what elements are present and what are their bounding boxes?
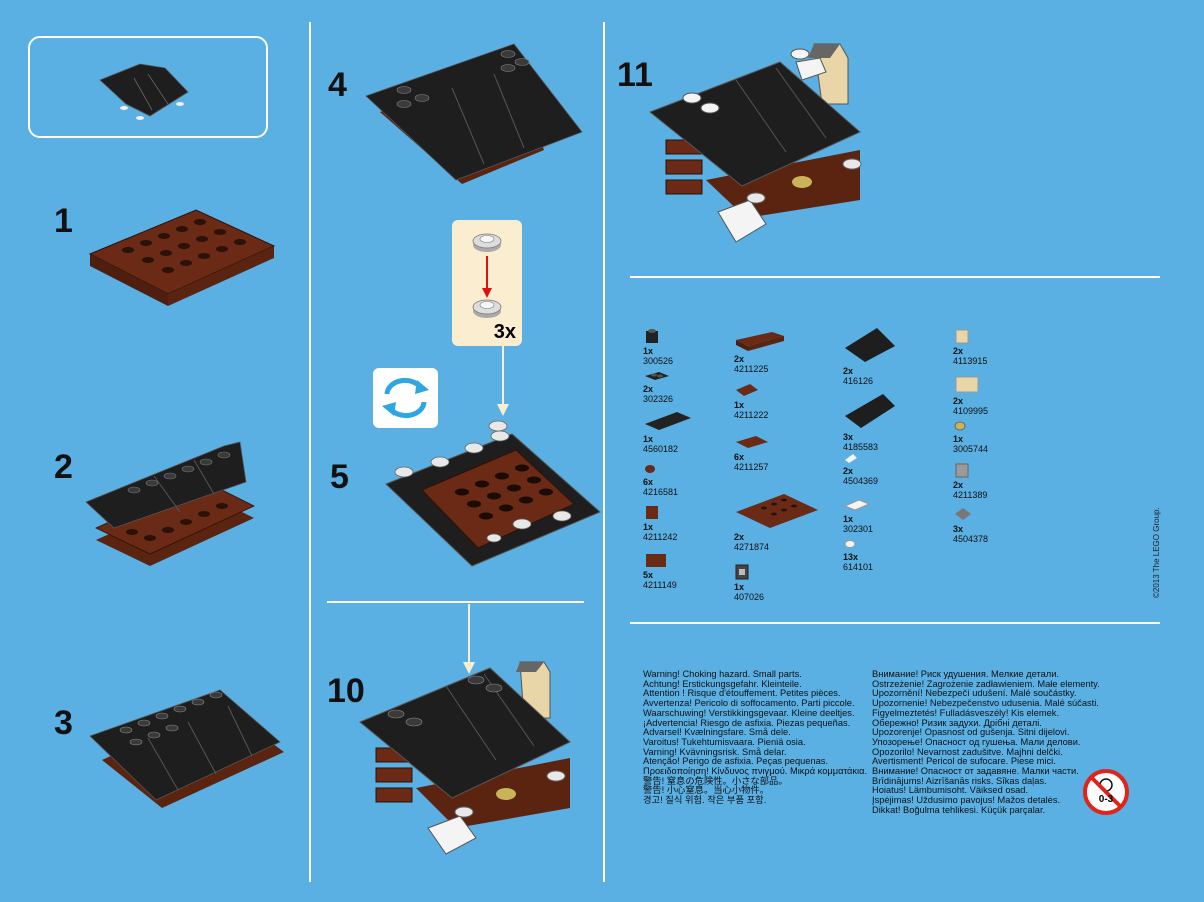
column-divider-left: [309, 22, 311, 882]
warnings-right: Внимание! Риск удушения. Мелкие детали. …: [872, 669, 1100, 815]
callout-multiplier: 3x: [493, 321, 516, 343]
brick-1x2-tan-icon: [955, 376, 979, 393]
plate-4x6-brown-icon: [736, 494, 818, 528]
round-brick-icon: [645, 465, 655, 473]
slope-grey-icon: [955, 508, 971, 520]
callout-box: 3x: [452, 220, 522, 346]
slope-dark-icon: [845, 328, 895, 362]
arrow-down-icon: [482, 256, 492, 298]
brick-1x1-dark-icon: [646, 329, 658, 343]
no-toddler-icon: [1083, 769, 1129, 815]
step2-illustration: [85, 441, 255, 566]
printed-brick-icon: [735, 564, 749, 580]
brick-1x2-brown-icon: [646, 554, 666, 567]
copyright-text: ©2013 The LEGO Group.: [1152, 507, 1161, 598]
round-plate-icon: [472, 233, 502, 252]
age-badge-label: 0-3: [1098, 794, 1114, 805]
brick-1x1-brown-icon: [646, 506, 658, 519]
round-plate-white-icon: [844, 540, 856, 548]
column-divider-right: [603, 22, 605, 882]
step4-illustration: [365, 43, 583, 184]
divider-middle: [327, 601, 584, 603]
step-number-5: 5: [330, 458, 349, 496]
tile-dark-icon: [645, 412, 691, 430]
age-warning-badge: 0-3: [1082, 768, 1130, 816]
brick-1x1-tan-icon: [955, 329, 969, 344]
step-number-1: 1: [54, 202, 73, 240]
step-number-3: 3: [54, 704, 73, 742]
step-number-4: 4: [328, 66, 347, 104]
plate-1x2-dark-icon: [645, 372, 669, 380]
slope-white-icon: [845, 454, 857, 463]
preview-box: [28, 36, 268, 138]
slope-large-dark-icon: [845, 394, 895, 428]
step-number-10: 10: [327, 672, 365, 710]
slope-brown-icon: [736, 384, 758, 396]
tile-white-icon: [843, 499, 871, 511]
round-yellow-icon: [954, 421, 966, 431]
plate-brown-icon: [736, 436, 768, 448]
preview-model-illustration: [99, 63, 189, 120]
callout-arrow: [497, 346, 509, 416]
step-number-11: 11: [617, 56, 653, 94]
step10-arrow: [463, 604, 475, 674]
round-plate-icon-bottom: [472, 299, 502, 318]
step10-illustration: [359, 661, 571, 855]
step11-illustration: [649, 43, 862, 243]
divider-right-top: [630, 276, 1160, 278]
step1-illustration: [88, 209, 276, 306]
divider-right-mid: [630, 622, 1160, 624]
brick-1x1-grey-icon: [955, 463, 969, 478]
step3-illustration: [89, 689, 284, 808]
step-number-2: 2: [54, 448, 73, 486]
warnings-left: Warning! Choking hazard. Small parts. Ac…: [643, 669, 868, 806]
brick-1x4-brown-icon: [736, 332, 784, 351]
step5-illustration: [385, 420, 601, 567]
rotate-model-icon: [373, 368, 438, 428]
